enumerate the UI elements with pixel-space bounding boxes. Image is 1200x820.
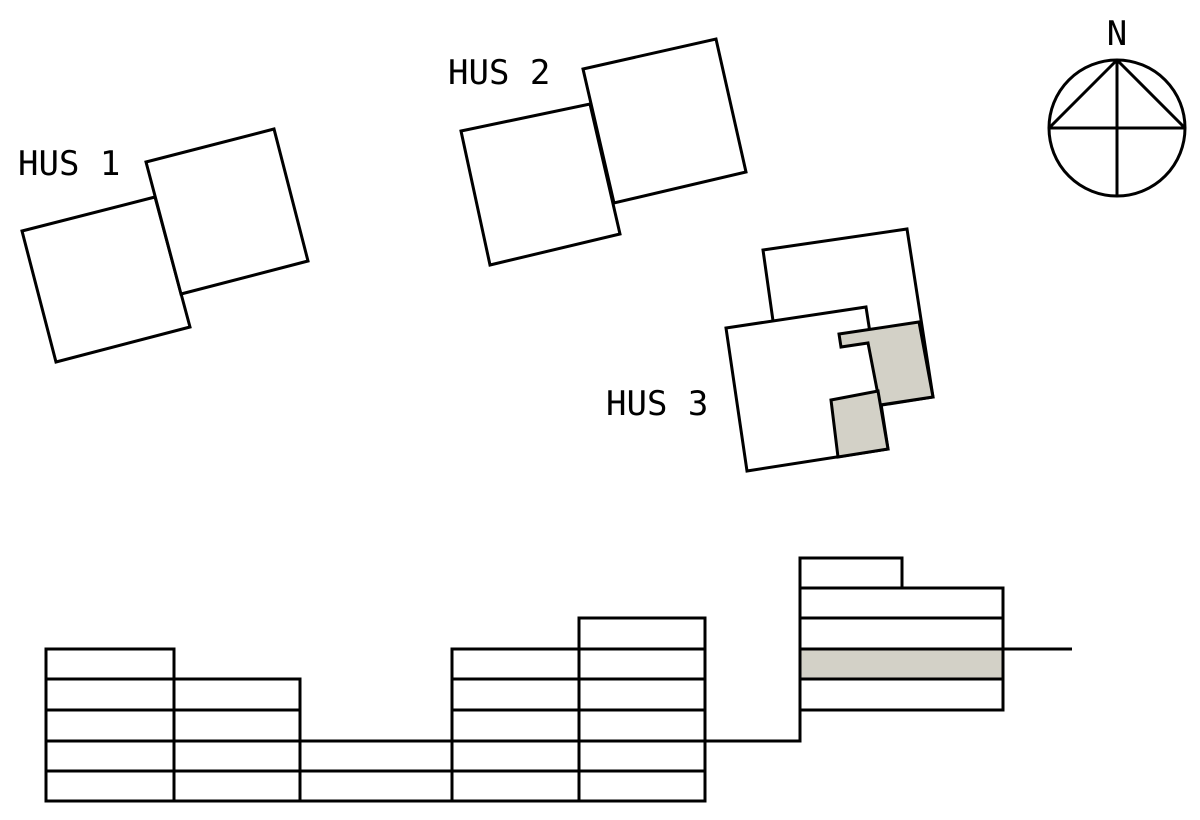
elevation-column-6 [798,556,1005,712]
floor [577,677,707,712]
floor [172,739,302,773]
highlighted-floor [798,647,1005,681]
hus-2-west-block [459,102,622,267]
elevation-column-1 [44,647,176,803]
elevation-column-2 [172,677,302,803]
building-hus-2: HUS 2 [448,37,748,267]
hus-3-label: HUS 3 [606,384,708,424]
floor [44,708,176,743]
hus-2-east-block [581,37,748,205]
floor [44,769,176,803]
hus-3-highlight-lower [829,389,890,459]
floor [172,677,302,712]
building-hus-3: HUS 3 [606,227,935,473]
floor [450,708,581,743]
elevation-column-5 [577,616,707,803]
floor [172,708,302,743]
hus-1-label: HUS 1 [18,144,120,184]
floor [577,708,707,743]
floor [798,556,904,590]
floor [577,647,707,681]
north-arrow-icon: N [1047,14,1187,198]
elevation-column-3 [298,739,454,803]
compass-arrow-right [1115,58,1187,130]
hus-1-west-block [20,195,192,364]
floor [450,647,581,681]
elevation-column-4 [450,647,581,803]
floor [172,769,302,803]
building-hus-1: HUS 1 [18,127,310,364]
floor [450,769,581,803]
hus-1-east-block [144,127,310,296]
north-label: N [1107,14,1127,54]
floor [298,769,454,803]
floor [577,616,707,651]
floor [798,677,1005,712]
floor [44,739,176,773]
floor [450,677,581,712]
floor [450,739,581,773]
floor [44,647,176,681]
floor [798,616,1005,651]
floor [577,739,707,773]
floor [298,739,454,773]
floor [798,586,1005,620]
floor [44,677,176,712]
section-elevation [44,556,1072,803]
hus-2-label: HUS 2 [448,53,550,93]
compass-arrow-left [1047,58,1119,130]
floor [577,769,707,803]
